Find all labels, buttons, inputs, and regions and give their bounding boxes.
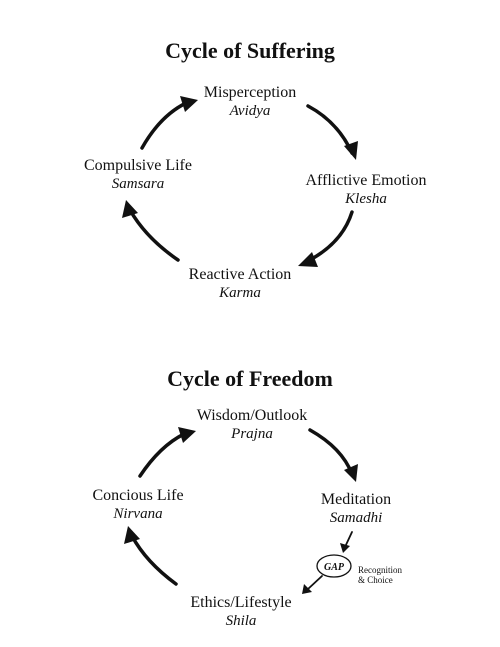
gap-label: GAP [324,562,345,573]
arrowhead [122,200,138,218]
arrowhead [344,464,358,482]
arrowhead [298,252,318,267]
arrow-ethics-to-life [130,534,178,586]
node-term: Klesha [345,191,387,207]
node-label: Afflictive Emotion [305,172,427,189]
arrow-life-to-misperception [140,101,188,150]
arrowhead [340,543,350,553]
node-label: Reactive Action [188,266,292,283]
gap-note-line1: Recognition [358,565,402,575]
node-term: Samsara [111,176,165,192]
arrow-action-to-life [128,208,180,262]
node-afflictive-emotion: Afflictive Emotion Klesha [286,172,446,208]
arrowhead [302,584,312,594]
arrowhead [178,427,196,443]
node-ethics-lifestyle: Ethics/Lifestyle Shila [166,594,316,630]
node-meditation: Meditation Samadhi [296,491,416,527]
arrow-gap-to-ethics [307,575,323,590]
node-term: Shila [225,613,257,629]
node-wisdom-outlook: Wisdom/Outlook Prajna [170,407,334,443]
node-label: Concious Life [92,487,184,504]
arrowhead [124,526,140,544]
node-compulsive-life: Compulsive Life Samsara [68,157,208,193]
node-label: Misperception [203,84,297,101]
gap-note-line2: & Choice [358,575,393,585]
arrowhead [344,141,358,160]
node-label: Wisdom/Outlook [196,407,308,424]
node-term: Avidya [229,103,271,119]
freedom-title: Cycle of Freedom [167,366,333,391]
node-label: Ethics/Lifestyle [190,594,292,611]
arrow-life-to-wisdom [138,432,186,478]
node-misperception: Misperception Avidya [170,84,330,120]
node-term: Nirvana [113,506,163,522]
node-term: Karma [219,285,261,301]
arrow-meditation-to-gap [344,531,353,548]
node-term: Samadhi [329,510,383,526]
node-term: Prajna [231,426,273,442]
node-label: Compulsive Life [84,157,192,174]
arrowhead [180,96,198,112]
suffering-title: Cycle of Suffering [165,38,335,63]
node-concious-life: Concious Life Nirvana [76,487,200,523]
node-label: Meditation [320,491,392,508]
arrow-wisdom-to-meditation [308,428,354,476]
gap-note: Recognition & Choice [358,565,402,585]
node-reactive-action: Reactive Action Karma [158,266,322,302]
gap-ellipse [316,554,352,578]
